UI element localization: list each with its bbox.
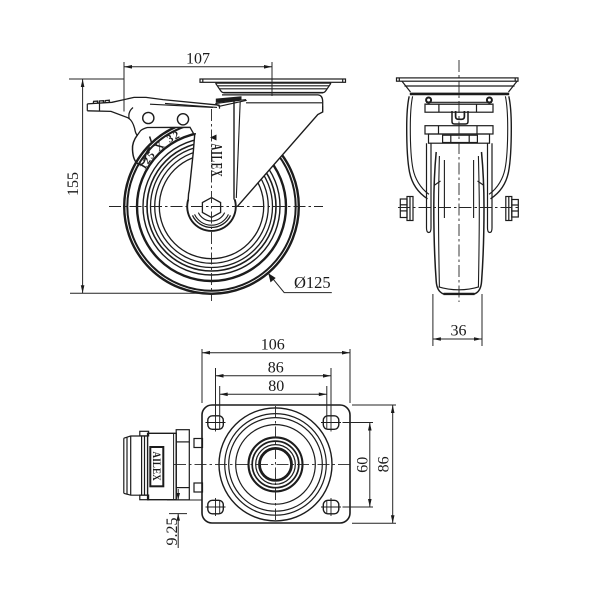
svg-text:3: 3 xyxy=(165,132,176,145)
svg-text:80: 80 xyxy=(268,378,284,395)
svg-text:60: 60 xyxy=(354,457,371,473)
svg-text:9.25: 9.25 xyxy=(164,518,181,546)
svg-text:107: 107 xyxy=(186,50,210,67)
svg-text:155: 155 xyxy=(65,172,82,196)
svg-text:2: 2 xyxy=(171,129,182,142)
svg-text:106: 106 xyxy=(261,337,285,354)
svg-text:Ø125: Ø125 xyxy=(294,273,331,292)
svg-text:36: 36 xyxy=(451,323,467,340)
svg-text:AILEX: AILEX xyxy=(208,144,226,178)
svg-text:86: 86 xyxy=(375,456,392,472)
svg-text:86: 86 xyxy=(268,360,284,377)
svg-text:1: 1 xyxy=(137,161,150,172)
svg-text:2: 2 xyxy=(141,155,154,167)
svg-text:AILEX: AILEX xyxy=(150,452,162,482)
